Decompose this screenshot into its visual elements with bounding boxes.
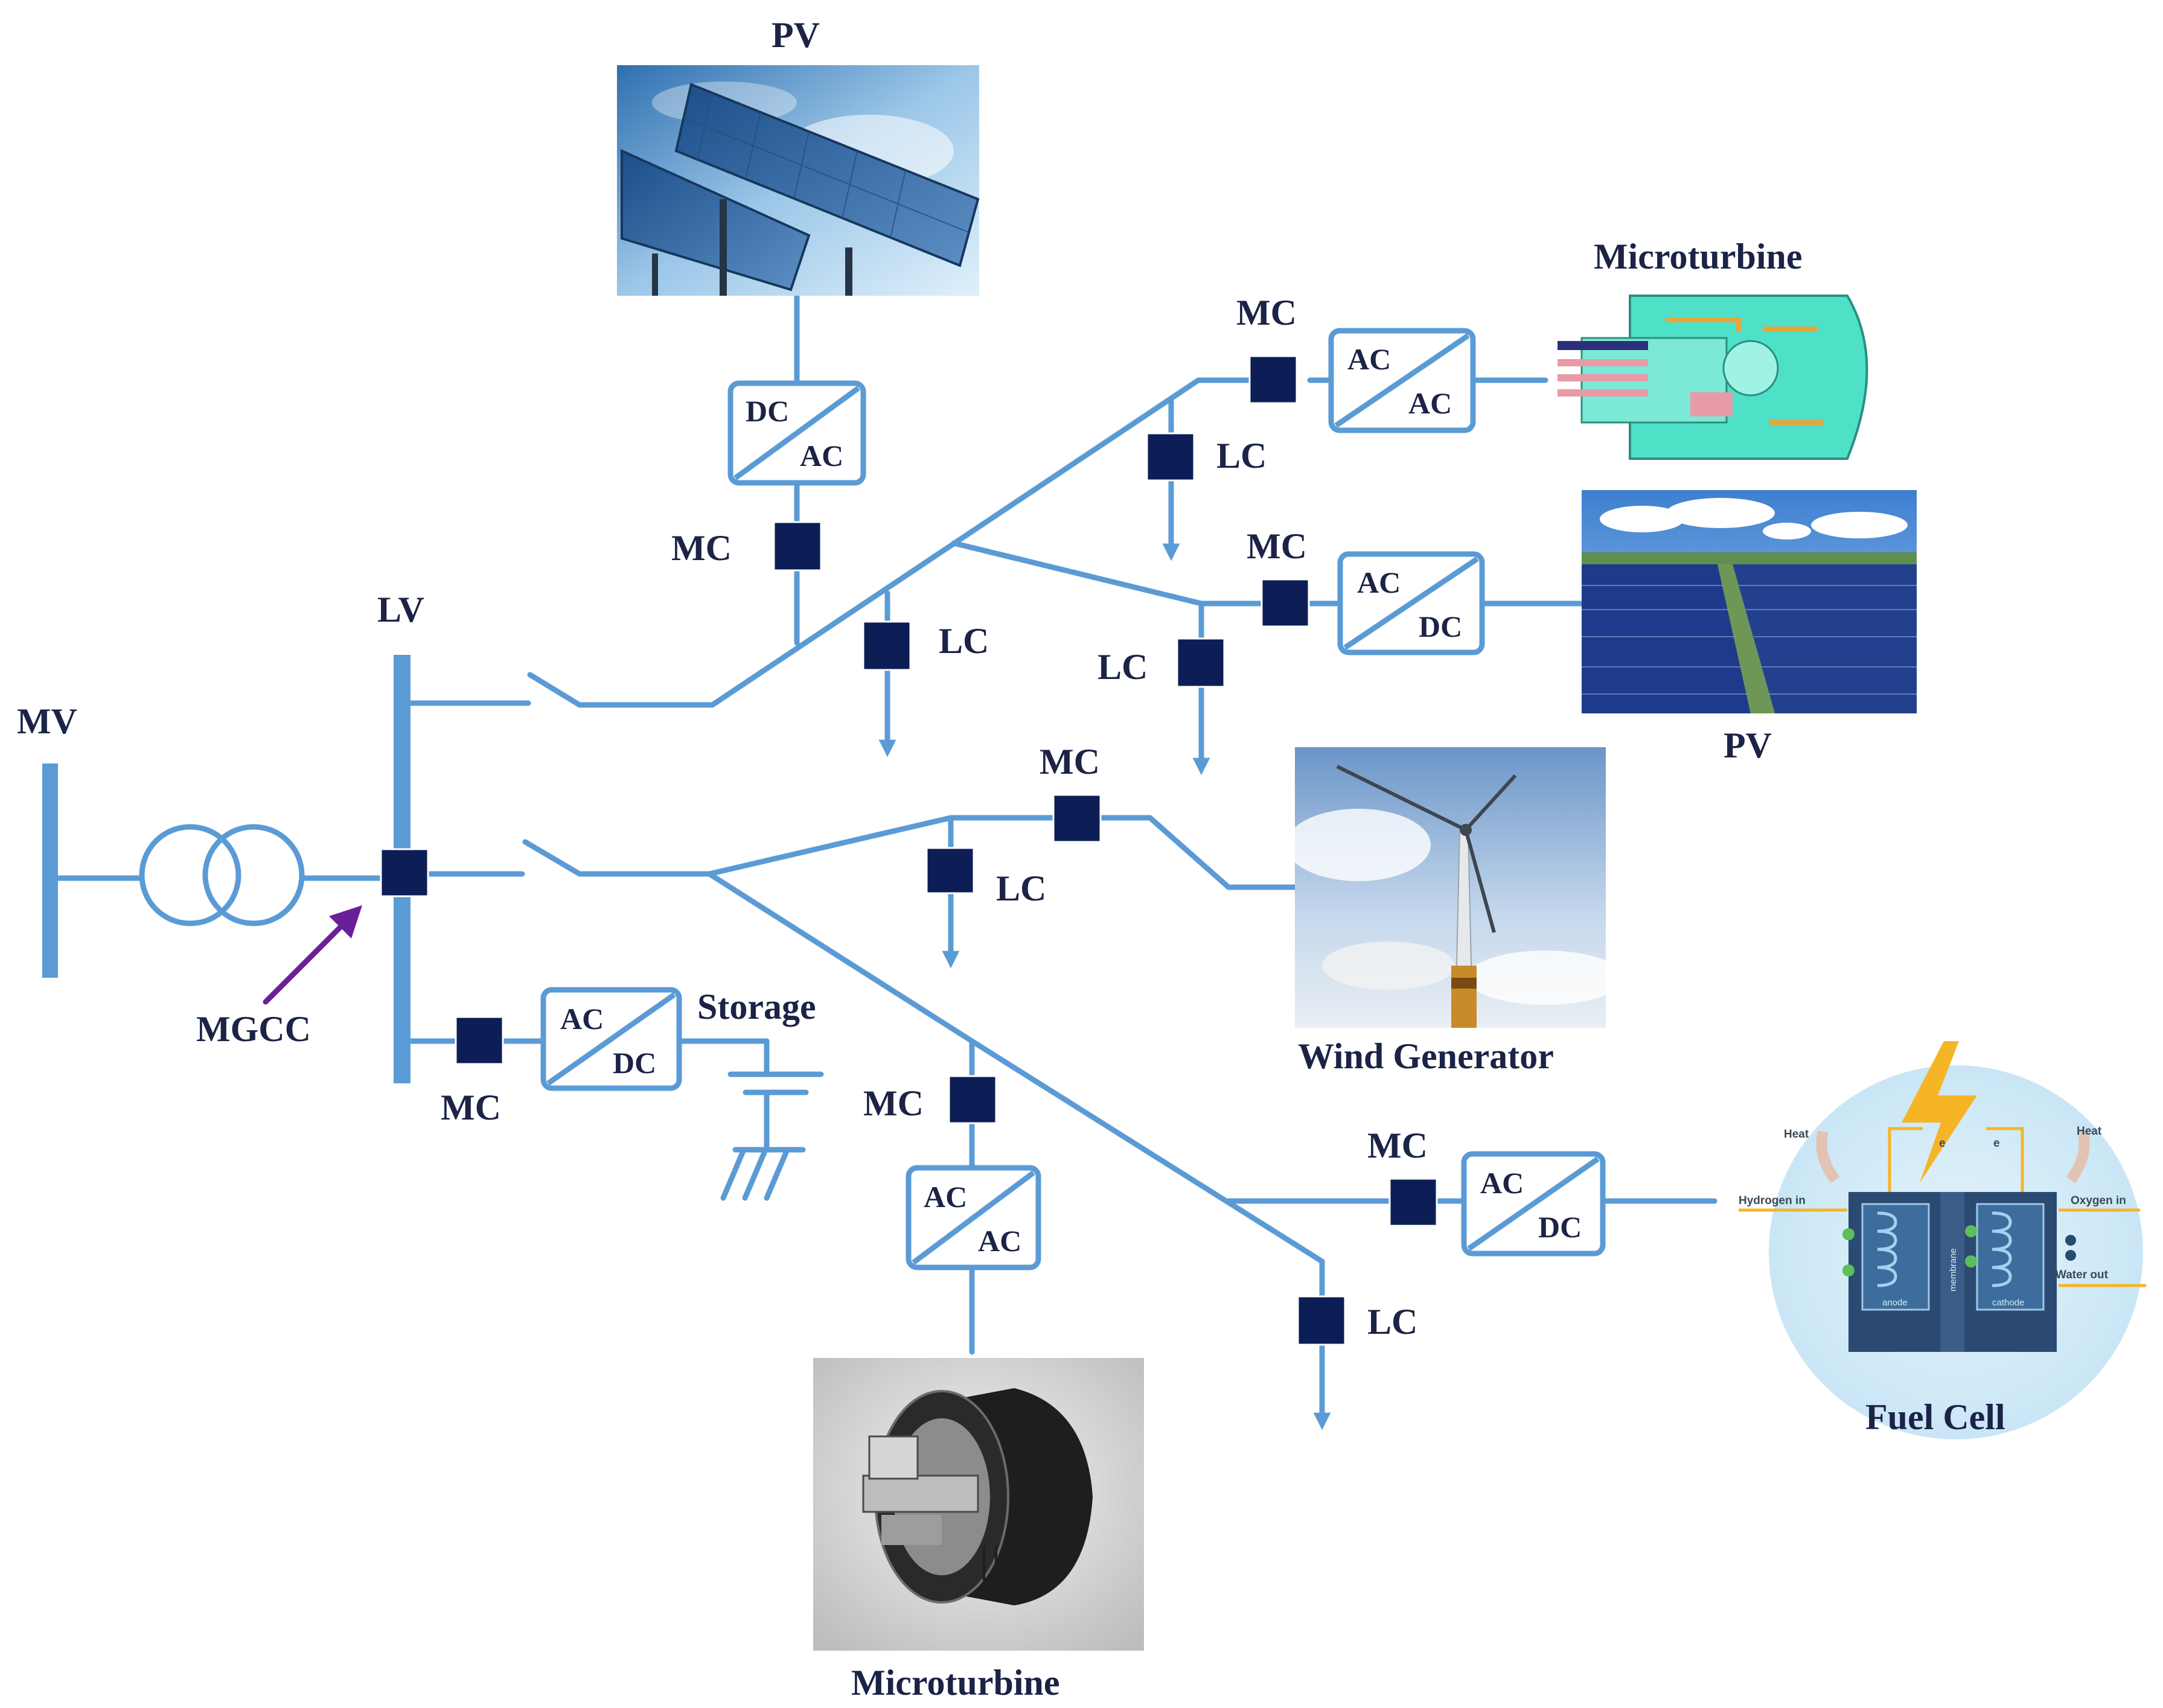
lc-module-feeder2[interactable]	[925, 847, 975, 894]
converter-mt-bottom-ac1: AC	[924, 1180, 967, 1214]
lc-module-feeder1-upper[interactable]	[1146, 432, 1195, 482]
converter-mt-top-ac2: AC	[1408, 386, 1452, 420]
wind-generator-image	[1286, 747, 1624, 1028]
mc-label-wind: MC	[1040, 742, 1100, 782]
wind-generator-label: Wind Generator	[1298, 1036, 1554, 1076]
mv-bus	[42, 763, 58, 978]
fc-heat-left: Heat	[1784, 1128, 1809, 1141]
mc-module-microturbine-bottom[interactable]	[948, 1075, 997, 1124]
fc-oxygen-in: Oxygen in	[2071, 1194, 2126, 1207]
mc-label-pv-top: MC	[671, 528, 732, 568]
microturbine-bottom-image	[813, 1358, 1144, 1651]
converter-mt-bottom-ac2: AC	[978, 1224, 1021, 1258]
converter-pv-top-dc: DC	[746, 394, 789, 428]
lightning-icon	[1902, 1041, 1977, 1183]
lv-label: LV	[377, 590, 424, 629]
mgcc-label: MGCC	[196, 1009, 311, 1049]
mc-module-pv-right[interactable]	[1260, 578, 1310, 628]
lc-module-feeder1-right[interactable]	[1176, 637, 1225, 688]
transformer-symbol	[139, 824, 305, 926]
converter-microturbine-bottom	[906, 1165, 1041, 1270]
fc-membrane: membrane	[1948, 1248, 1958, 1292]
mv-label: MV	[17, 701, 77, 741]
fc-electron-right: e	[1993, 1137, 2000, 1150]
converter-mt-top-ac1: AC	[1347, 342, 1391, 376]
pv-right-image	[1582, 490, 1917, 713]
mc-module-microturbine-top[interactable]	[1248, 355, 1298, 404]
converter-fc-dc: DC	[1538, 1210, 1582, 1244]
converter-fc-ac: AC	[1480, 1166, 1524, 1200]
lc-label-feeder3: LC	[1367, 1302, 1417, 1342]
microturbine-bottom-label: Microturbine	[851, 1663, 1060, 1703]
lc-label-feeder1-right: LC	[1097, 647, 1148, 687]
fc-anode: anode	[1882, 1298, 1908, 1308]
lc-label-feeder1-upper: LC	[1216, 436, 1267, 476]
fc-cathode: cathode	[1992, 1298, 2024, 1308]
pv-top-image	[617, 65, 980, 296]
mgcc-module[interactable]	[380, 848, 429, 897]
mc-module-wind[interactable]	[1052, 794, 1102, 843]
converter-pv-top	[727, 380, 866, 486]
pv-right-label: PV	[1724, 725, 1772, 765]
fc-heat-right: Heat	[2077, 1125, 2102, 1138]
converter-pv-top-ac: AC	[800, 439, 843, 473]
mc-label-fuel-cell: MC	[1367, 1126, 1428, 1165]
fuel-cell-label: Fuel Cell	[1865, 1397, 2005, 1437]
mc-label-storage: MC	[441, 1088, 501, 1127]
mc-module-fuel-cell[interactable]	[1388, 1177, 1438, 1227]
fuel-cell-image: Heat Heat Hydrogen in Oxygen in Water ou…	[1739, 1041, 2146, 1439]
converter-microturbine-top	[1328, 328, 1476, 433]
lc-module-feeder1-left[interactable]	[862, 620, 912, 671]
fc-water-out: Water out	[2056, 1269, 2109, 1281]
mc-module-storage[interactable]	[455, 1016, 504, 1065]
lc-label-feeder1-left: LC	[939, 621, 989, 661]
fc-hydrogen-in: Hydrogen in	[1739, 1194, 1806, 1207]
mc-label-microturbine-bottom: MC	[863, 1083, 924, 1123]
mgcc-arrow	[263, 905, 362, 1005]
converter-storage-dc: DC	[613, 1046, 656, 1080]
lc-module-feeder3[interactable]	[1297, 1295, 1346, 1346]
mc-label-microturbine-top: MC	[1236, 293, 1297, 333]
pv-top-label: PV	[772, 15, 820, 55]
storage-label: Storage	[697, 987, 816, 1027]
lc-label-feeder2: LC	[996, 868, 1046, 908]
mc-module-pv-top[interactable]	[773, 521, 822, 572]
microturbine-top-label: Microturbine	[1594, 237, 1803, 276]
mc-label-pv-right: MC	[1247, 526, 1307, 566]
converter-pv-right-dc: DC	[1419, 610, 1462, 643]
converter-storage-ac: AC	[560, 1002, 604, 1036]
fc-electron-left: e	[1939, 1137, 1946, 1150]
converter-pv-right-ac: AC	[1357, 566, 1401, 599]
converter-storage	[540, 987, 682, 1091]
microturbine-top-image	[1548, 288, 1874, 464]
converter-pv-right	[1337, 551, 1485, 655]
converter-fuel-cell	[1461, 1151, 1606, 1257]
network-lines	[48, 293, 1717, 1430]
